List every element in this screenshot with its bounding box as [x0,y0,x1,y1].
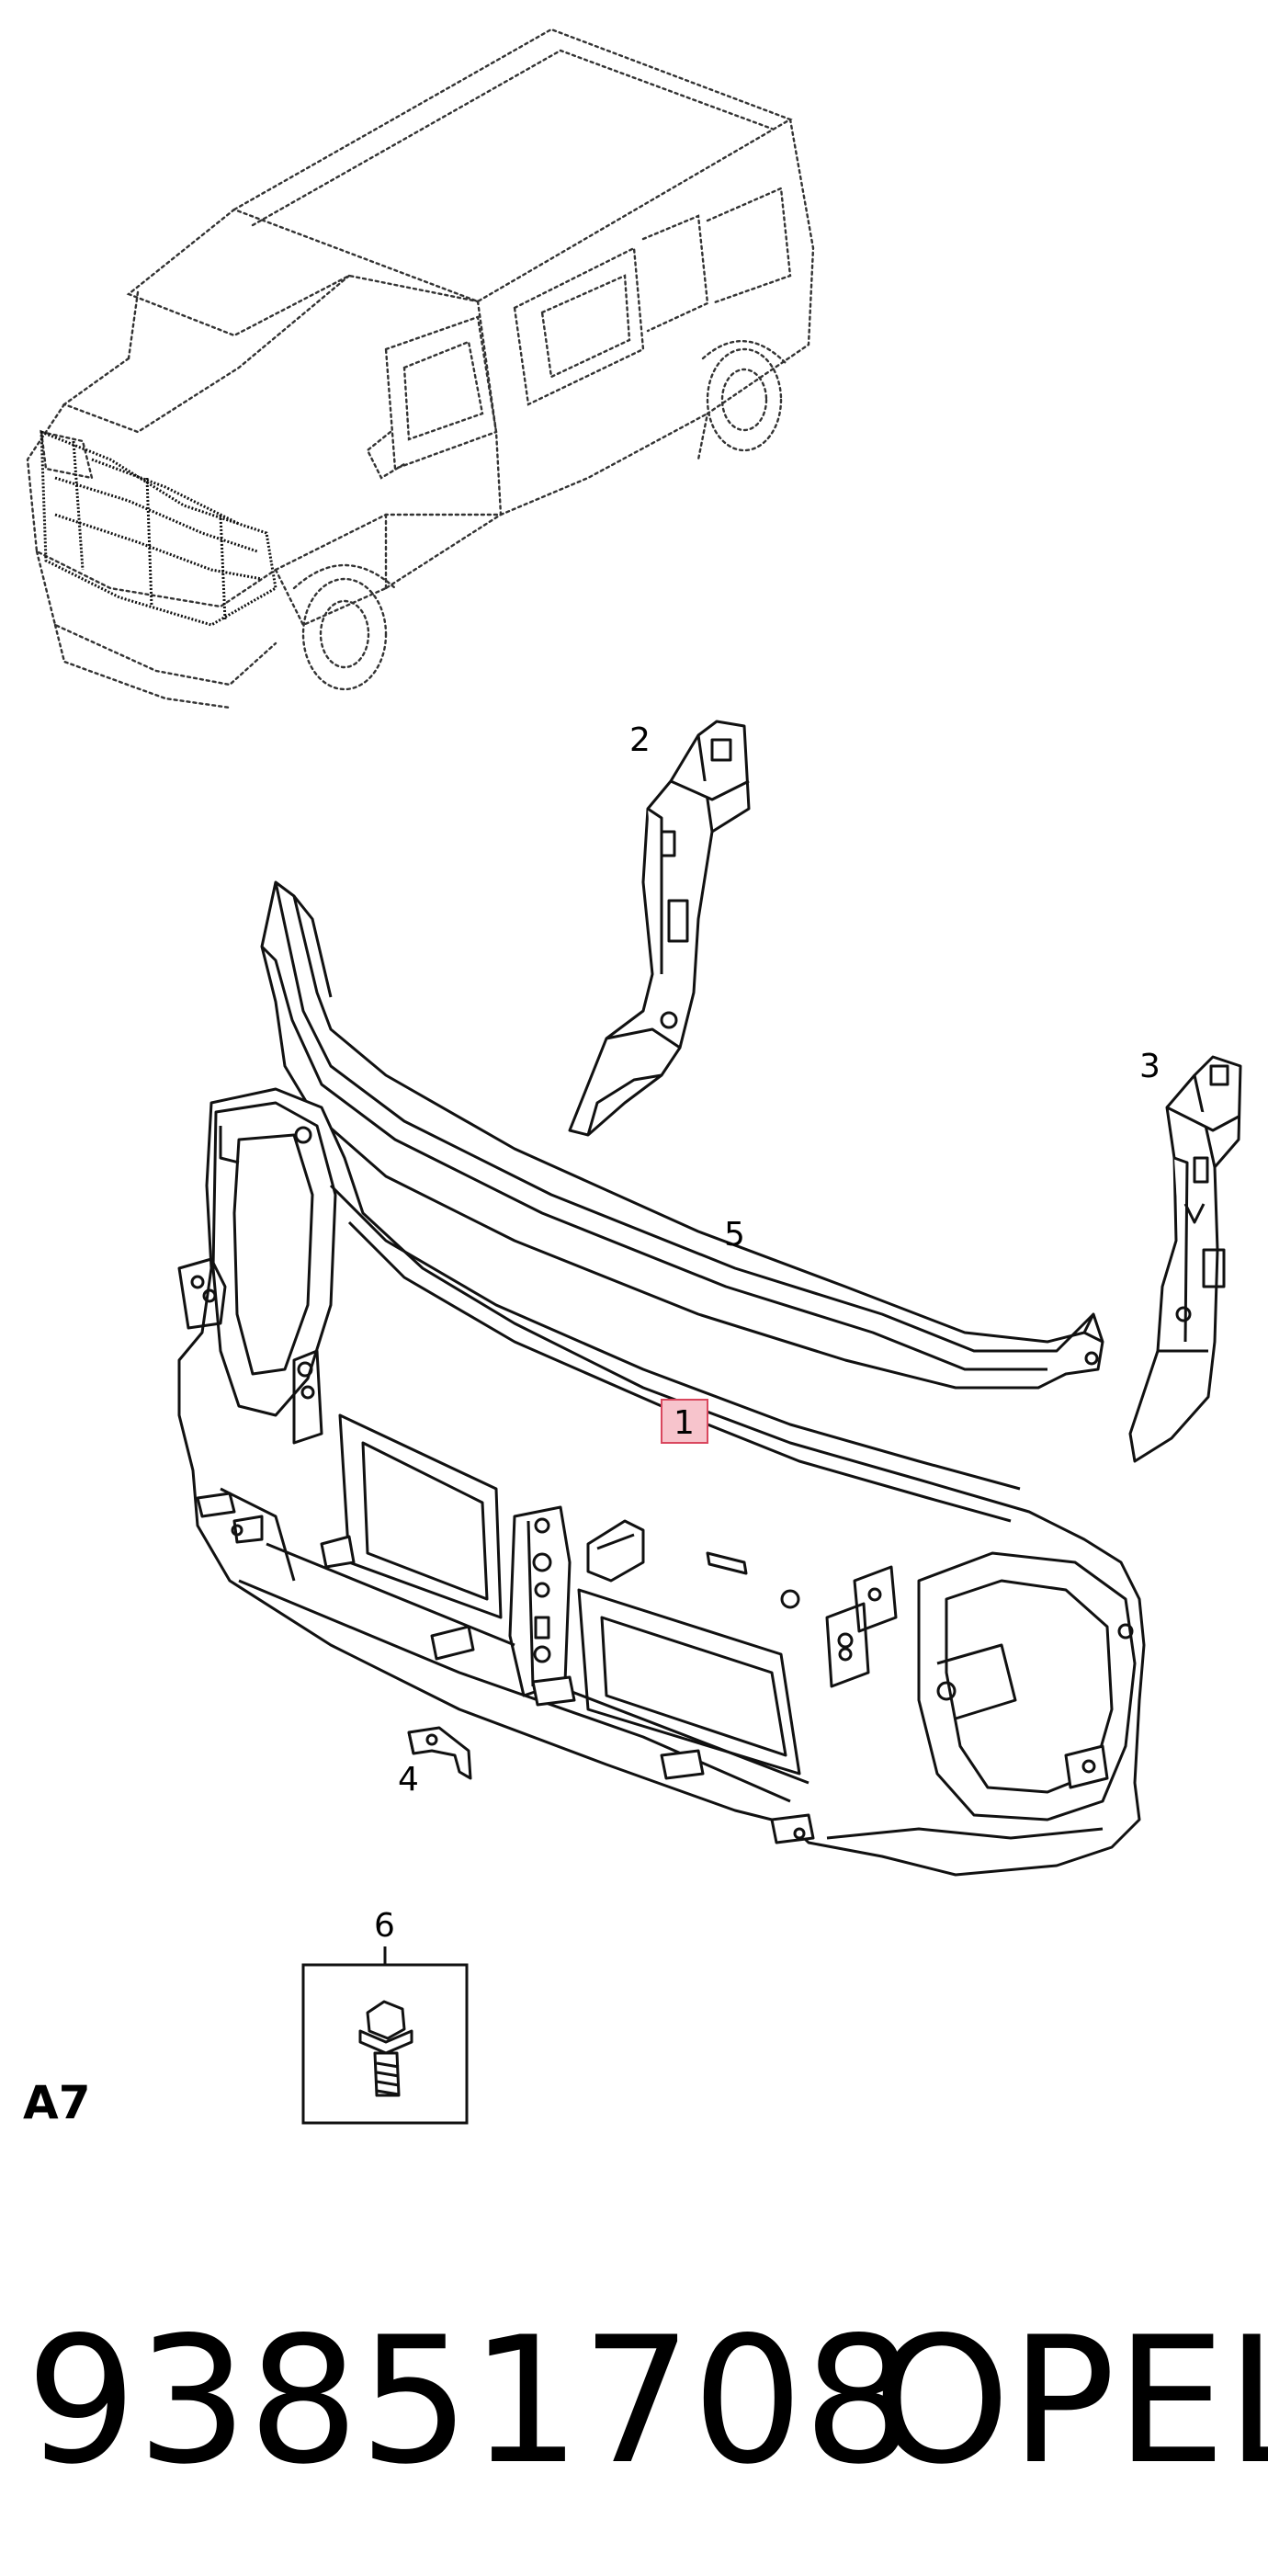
van-overview-illustration [26,28,815,709]
section-code: A7 [23,2076,91,2129]
van-front-panel-highlight [40,429,277,627]
part-1-front-panel-assembly [177,1087,1146,1877]
brand-name: OPEL [873,2299,1268,2502]
callout-3[interactable]: 3 [1139,1048,1160,1085]
callout-1[interactable]: 1 [674,1404,695,1442]
part-2-upper-left-bracket [568,720,751,1137]
callout-6[interactable]: 6 [374,1907,395,1945]
callouts: 2 3 5 1 4 6 [374,721,1160,1945]
part-number: 93851708 [26,2299,914,2502]
part-4-clip [407,1726,472,1780]
part-3-upper-right-bracket [1128,1055,1242,1463]
part-6-bolt-box [301,1946,469,2125]
callout-5[interactable]: 5 [724,1216,745,1254]
callout-1-highlighted[interactable]: 1 [661,1399,708,1444]
bolt-icon [358,2000,413,2097]
callout-2[interactable]: 2 [629,721,651,759]
callout-4[interactable]: 4 [398,1761,419,1799]
